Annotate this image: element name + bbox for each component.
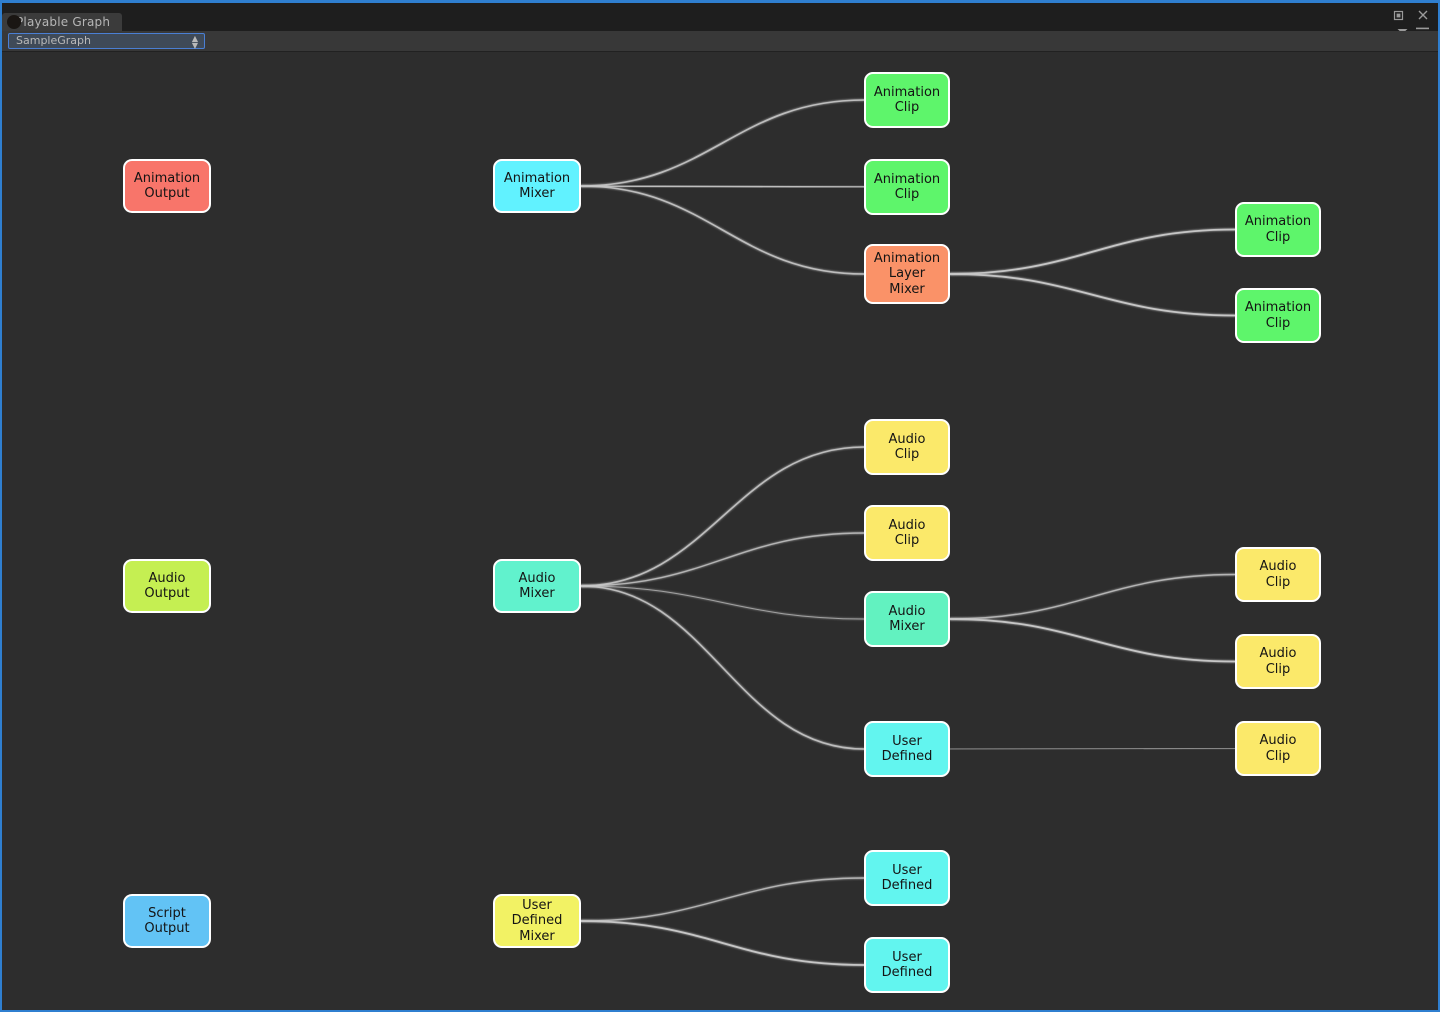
node-label: Audio Clip: [1259, 559, 1297, 590]
node-user-defined[interactable]: User Defined: [864, 850, 950, 906]
graph-selector-dropdown[interactable]: SampleGraph ▲▼: [8, 33, 205, 50]
node-audio-clip[interactable]: Audio Clip: [864, 505, 950, 561]
node-label: Animation Clip: [1244, 300, 1312, 331]
node-user-defined[interactable]: User Defined: [864, 721, 950, 777]
maximize-icon[interactable]: [1391, 8, 1405, 22]
node-audio-clip[interactable]: Audio Clip: [1235, 634, 1321, 689]
graph-edges: [210, 99, 1236, 966]
graph-edge: [580, 585, 865, 750]
node-label: Audio Clip: [888, 431, 926, 463]
node-label: User Defined: [881, 733, 933, 765]
graph-edge: [580, 532, 865, 587]
node-label: Animation Mixer: [503, 170, 571, 202]
maximize-glyph: [1393, 10, 1403, 20]
graph-edge: [580, 877, 865, 922]
node-user-defined-mixer[interactable]: User Defined Mixer: [493, 894, 581, 948]
node-animation-clip[interactable]: Animation Clip: [1235, 202, 1321, 257]
node-animation-mixer[interactable]: Animation Mixer: [493, 159, 581, 213]
node-label: Animation Clip: [873, 84, 941, 116]
node-label: User Defined Mixer: [511, 897, 563, 944]
graph-toolbar: SampleGraph ▲▼: [2, 31, 1438, 52]
node-label: Audio Mixer: [518, 570, 556, 602]
graph-selector-value: SampleGraph: [16, 34, 91, 47]
window-titlebar: Playable Graph: [2, 3, 1438, 37]
node-label: User Defined: [881, 949, 933, 981]
node-audio-clip[interactable]: Audio Clip: [1235, 547, 1321, 602]
node-label: Audio Output: [144, 570, 190, 602]
node-script-output[interactable]: Script Output: [123, 894, 211, 948]
tab-icon: [7, 15, 21, 29]
graph-edge: [580, 585, 865, 620]
close-icon[interactable]: [1416, 8, 1430, 22]
graph-edge: [949, 748, 1236, 750]
node-label: Animation Clip: [873, 171, 941, 203]
graph-edge: [949, 573, 1236, 620]
node-label: Audio Clip: [1259, 733, 1297, 764]
node-label: Script Output: [144, 905, 190, 937]
graph-edge: [580, 99, 865, 187]
chevron-updown-icon: ▲▼: [191, 34, 198, 50]
node-user-defined[interactable]: User Defined: [864, 937, 950, 993]
node-label: Audio Clip: [888, 517, 926, 549]
window-controls: [1391, 8, 1430, 22]
node-animation-output[interactable]: Animation Output: [123, 159, 211, 213]
tab-playable-graph[interactable]: Playable Graph: [2, 13, 123, 32]
graph-edge: [580, 446, 865, 587]
tab-label: Playable Graph: [16, 15, 111, 29]
node-audio-mixer[interactable]: Audio Mixer: [493, 559, 581, 613]
node-animation-clip[interactable]: Animation Clip: [1235, 288, 1321, 343]
node-audio-output[interactable]: Audio Output: [123, 559, 211, 613]
node-label: Animation Output: [133, 170, 201, 202]
graph-edge: [580, 185, 865, 275]
node-audio-clip[interactable]: Audio Clip: [1235, 721, 1321, 776]
node-animation-clip[interactable]: Animation Clip: [864, 159, 950, 215]
node-label: User Defined: [881, 862, 933, 894]
node-label: Animation Layer Mixer: [873, 250, 941, 297]
node-label: Audio Clip: [1259, 646, 1297, 677]
node-label: Audio Mixer: [888, 603, 926, 635]
graph-edge: [949, 618, 1236, 663]
node-animation-layer-mixer[interactable]: Animation Layer Mixer: [864, 244, 950, 304]
graph-edge: [580, 920, 865, 966]
graph-edge: [949, 228, 1236, 275]
graph-edge: [949, 273, 1236, 317]
graph-edge: [580, 185, 865, 188]
node-audio-mixer[interactable]: Audio Mixer: [864, 591, 950, 647]
node-audio-clip[interactable]: Audio Clip: [864, 419, 950, 475]
node-animation-clip[interactable]: Animation Clip: [864, 72, 950, 128]
node-label: Animation Clip: [1244, 214, 1312, 245]
close-glyph: [1418, 10, 1428, 20]
